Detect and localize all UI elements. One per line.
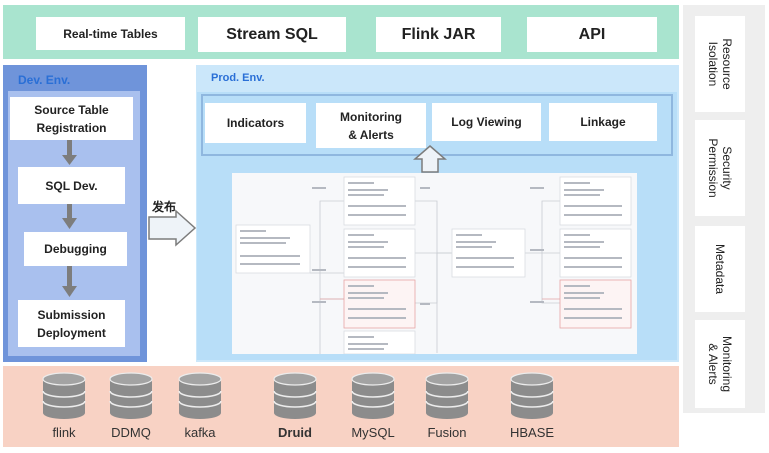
dev-env-title: Dev. Env. [18, 73, 71, 87]
hbase-db-icon [510, 372, 554, 420]
side-item-resource-isolation: Resource Isolation [695, 16, 745, 112]
storage-label-hbase: HBASE [509, 425, 555, 440]
storage-label-kafka: kafka [184, 425, 216, 440]
ddmq-db-icon [109, 372, 153, 420]
side-item-security-permission: Security Permission [695, 120, 745, 216]
storage-label-flink: flink [52, 425, 76, 440]
storage-label-druid: Druid [278, 425, 312, 440]
side-item-metadata: Metadata [695, 226, 745, 312]
mysql-db-icon [351, 372, 395, 420]
top-box-realtime-tables: Real-time Tables [36, 17, 185, 50]
publish-arrow [148, 209, 197, 247]
side-item-monitoring-alerts: Monitoring & Alerts [695, 320, 745, 408]
top-box-api: API [527, 17, 657, 52]
dev-step-submission-deployment: Submission Deployment [18, 300, 125, 347]
fusion-db-icon [425, 372, 469, 420]
flink-db-icon [42, 372, 86, 420]
dev-step-source-table-registration: Source Table Registration [10, 97, 133, 140]
prod-item-monitoring-alerts: Monitoring & Alerts [316, 103, 426, 148]
prod-item-indicators: Indicators [205, 103, 306, 143]
druid-db-icon [273, 372, 317, 420]
job-flow-graph-image [232, 173, 637, 356]
top-box-flink-jar: Flink JAR [376, 17, 501, 52]
prod-item-linkage: Linkage [549, 103, 657, 141]
storage-label-ddmq: DDMQ [111, 425, 151, 440]
dev-step-debugging: Debugging [24, 232, 127, 266]
prod-item-log-viewing: Log Viewing [432, 103, 541, 141]
publish-label: 发布 [152, 200, 177, 214]
dev-step-sql-dev: SQL Dev. [18, 167, 125, 204]
storage-label-fusion: Fusion [427, 425, 467, 440]
job-flow-graph [235, 176, 632, 356]
storage-label-mysql: MySQL [351, 425, 395, 440]
prod-env-title: Prod. Env. [211, 72, 265, 84]
kafka-db-icon [178, 372, 222, 420]
top-box-stream-sql: Stream SQL [198, 17, 346, 52]
